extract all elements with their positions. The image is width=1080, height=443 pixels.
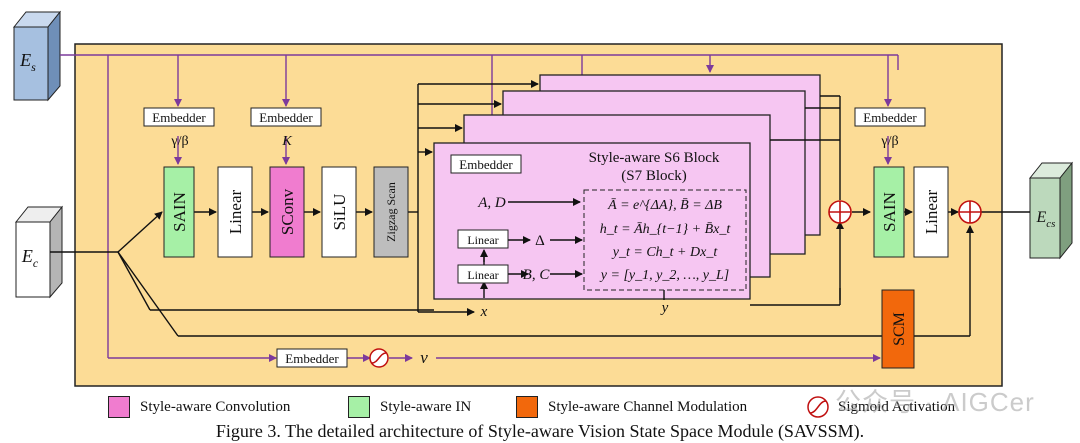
svg-text:SiLU: SiLU: [330, 194, 349, 231]
svg-text:Embedder: Embedder: [285, 351, 339, 366]
equation-4: y = [y_1, y_2, …, y_L]: [599, 268, 729, 283]
legend-label-cm: Style-aware Channel Modulation: [548, 398, 748, 415]
legend-item-in: Style-aware IN: [348, 394, 471, 420]
silu-block: SiLU: [321, 166, 357, 258]
svg-text:Ecs: Ecs: [1036, 209, 1056, 230]
svg-text:Ec: Ec: [21, 246, 39, 270]
legend-swatch-in: [348, 396, 370, 418]
embedder-sconv: Embedder K: [250, 107, 322, 149]
sain-block-1: SAIN: [163, 166, 195, 258]
svg-text:Zigzag Scan: Zigzag Scan: [384, 182, 398, 242]
style-input-es: Es: [12, 10, 62, 102]
label-v: v: [420, 348, 428, 367]
embedder-s6: Embedder: [450, 154, 522, 174]
label-bc: B, C: [523, 267, 551, 283]
output-ecs: Ecs: [1028, 161, 1074, 260]
linear-block-1: Linear: [217, 166, 253, 258]
equation-2: h_t = Āh_{t−1} + B̄x_t: [600, 221, 732, 237]
svg-text:SAIN: SAIN: [170, 192, 189, 232]
zigzag-scan-block: Zigzag Scan: [373, 166, 409, 258]
equation-1: Ā = e^{ΔA}, B̄ = ΔB: [607, 197, 722, 213]
content-input-ec: Ec: [14, 205, 64, 299]
embedder-sain2: Embedder γ/β: [854, 107, 926, 149]
s6-block-content: Style-aware S6 Block (S7 Block) A, D Lin…: [457, 150, 747, 320]
svg-text:γ/β: γ/β: [880, 134, 898, 149]
legend-item-conv: Style-aware Convolution: [108, 394, 290, 420]
sconv-block: SConv: [269, 166, 305, 258]
label-x: x: [480, 304, 488, 320]
svg-text:SAIN: SAIN: [880, 192, 899, 232]
svg-text:Embedder: Embedder: [863, 110, 917, 125]
svg-text:Embedder: Embedder: [152, 110, 206, 125]
legend-label-conv: Style-aware Convolution: [140, 398, 291, 415]
svg-text:SConv: SConv: [278, 188, 297, 235]
label-delta: Δ: [535, 233, 545, 249]
svg-text:Linear: Linear: [226, 189, 245, 234]
s6-block-stack: [433, 74, 821, 300]
s6-linear-b: Linear: [467, 268, 498, 282]
svg-text:Embedder: Embedder: [259, 110, 313, 125]
legend-item-sigmoid: Sigmoid Activation: [806, 394, 955, 420]
embedder-scm: Embedder: [276, 348, 348, 368]
s6-title: Style-aware S6 Block: [589, 150, 720, 166]
legend-swatch-conv: [108, 396, 130, 418]
sum-node-2: [958, 200, 982, 224]
linear-block-2: Linear: [913, 166, 949, 258]
legend-item-cm: Style-aware Channel Modulation: [516, 394, 747, 420]
svg-text:SCM: SCM: [891, 312, 908, 346]
figure-caption: Figure 3. The detailed architecture of S…: [215, 421, 865, 441]
legend-label-sigmoid: Sigmoid Activation: [838, 398, 956, 415]
label-ad: A, D: [477, 195, 506, 211]
svg-text:Es: Es: [19, 50, 36, 74]
scm-block: SCM: [881, 289, 915, 369]
sigmoid-legend-icon: [807, 396, 829, 418]
sain-block-2: SAIN: [873, 166, 905, 258]
s6-linear-a: Linear: [467, 233, 498, 247]
sum-node-1: [828, 200, 852, 224]
embedder-sain1: Embedder γ/β: [143, 107, 215, 149]
legend-swatch-cm: [516, 396, 538, 418]
svg-text:Embedder: Embedder: [459, 157, 513, 172]
legend-label-in: Style-aware IN: [380, 398, 472, 415]
style-signal-lines: [60, 54, 899, 362]
svg-text:K: K: [281, 134, 292, 149]
label-y: y: [660, 300, 669, 316]
svg-text:γ/β: γ/β: [170, 134, 188, 149]
content-flow-lines: [50, 80, 1030, 337]
sigmoid-icon: [369, 348, 389, 368]
s6-subtitle: (S7 Block): [621, 168, 686, 184]
equation-3: y_t = Ch_t + Dx_t: [611, 245, 719, 260]
svg-text:Linear: Linear: [922, 189, 941, 234]
watermark: 公众号 · AIGCer: [835, 387, 1035, 417]
